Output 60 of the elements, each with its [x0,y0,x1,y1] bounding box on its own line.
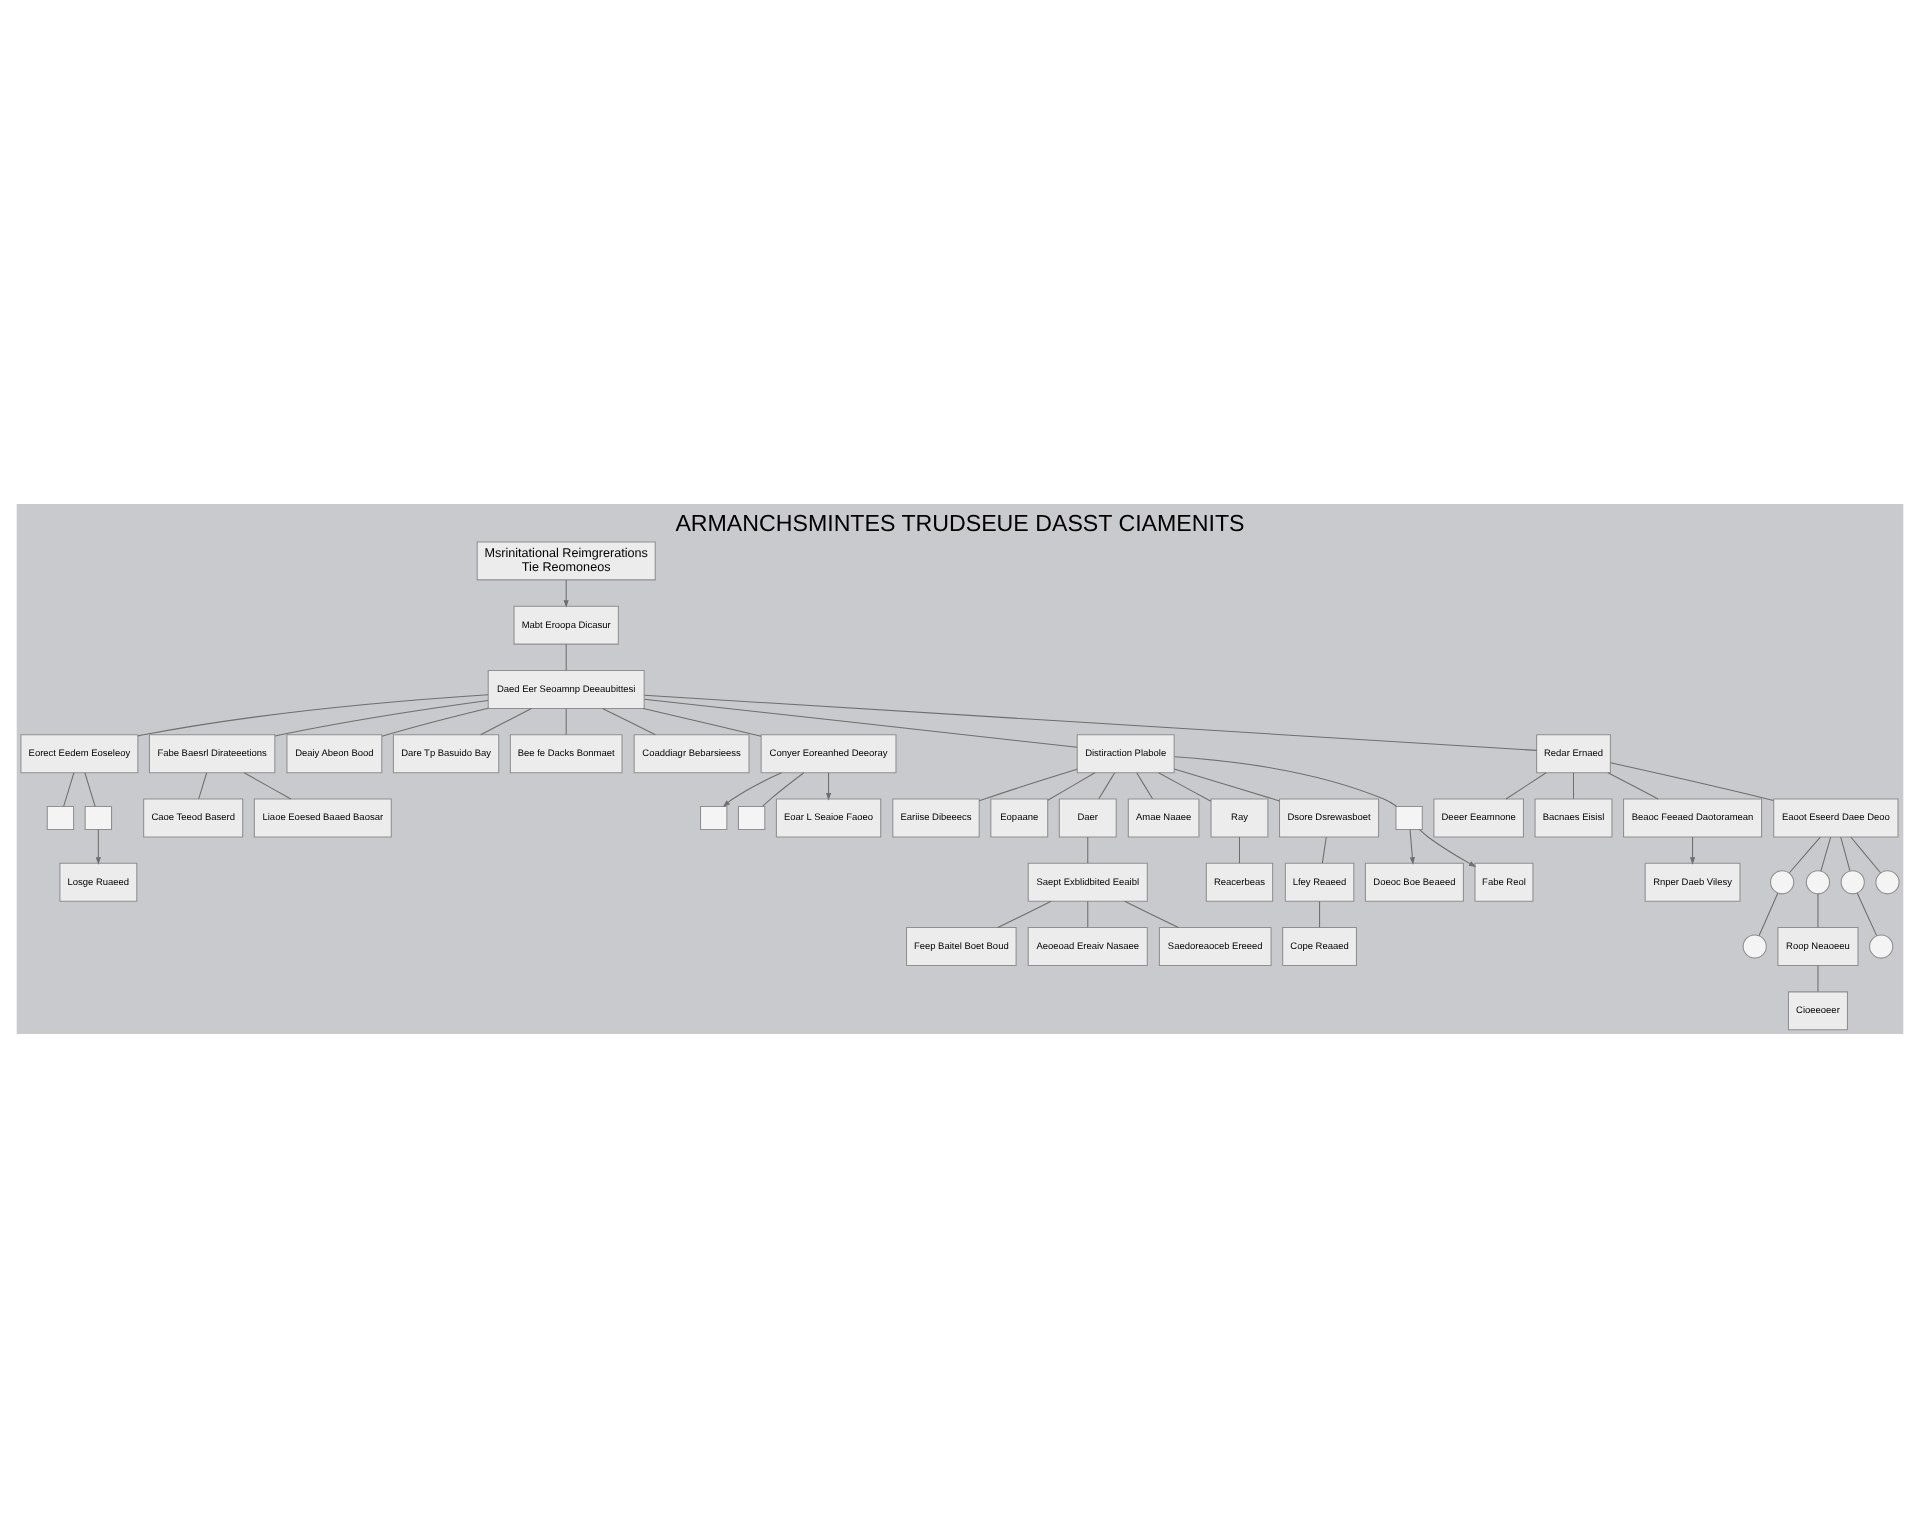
connector [1136,771,1154,799]
connector [1850,835,1881,873]
arrow [1409,828,1415,864]
connector [1820,835,1832,871]
connector [1817,964,1819,992]
connector [137,693,489,736]
connector [480,706,532,735]
connector [1173,767,1280,801]
diagram-title: ARMANCHSMINTES TRUDSEUE DASST CIAMENITS [675,511,1245,536]
connector [762,771,805,806]
arrow [563,578,569,607]
node-circle [1869,933,1894,958]
connector [1817,892,1819,927]
node-box [737,804,766,830]
connector [198,771,208,799]
connector [1607,771,1659,799]
connector [642,706,762,736]
connector [643,693,1538,750]
connector [243,771,292,799]
connector [84,771,96,806]
connector [565,642,567,670]
node-circle [1770,869,1795,894]
node-circle [1840,869,1865,894]
connector [1047,771,1096,800]
arrow [1419,828,1477,867]
connector [565,706,567,735]
node-box [84,804,113,830]
connector [1238,835,1240,863]
connector [1856,891,1878,936]
node-circle [1742,933,1767,958]
node-box [1395,804,1423,830]
connector [1174,755,1397,806]
connector [978,767,1078,801]
node-box [46,804,75,830]
connector [1124,899,1179,928]
connector [601,706,656,735]
connector [1319,899,1321,927]
node-circle [1805,869,1831,894]
arrow [1690,835,1696,864]
connector [1840,835,1851,871]
connector [1321,835,1327,863]
arrow [95,828,101,864]
connector [1098,771,1116,799]
node-box [700,804,728,830]
connector [1505,771,1547,799]
connector [1087,835,1089,863]
connector [1087,899,1089,927]
connector [274,698,489,736]
connector [1609,761,1775,801]
connector [381,706,489,736]
node-circle [1875,869,1900,894]
connector [63,771,75,806]
arrow [722,771,783,807]
connector [1158,771,1212,801]
connector [1572,771,1575,799]
connector [1758,891,1779,936]
connector [1788,835,1821,873]
connector [643,697,1078,747]
connector [997,899,1052,928]
arrow [825,771,832,800]
